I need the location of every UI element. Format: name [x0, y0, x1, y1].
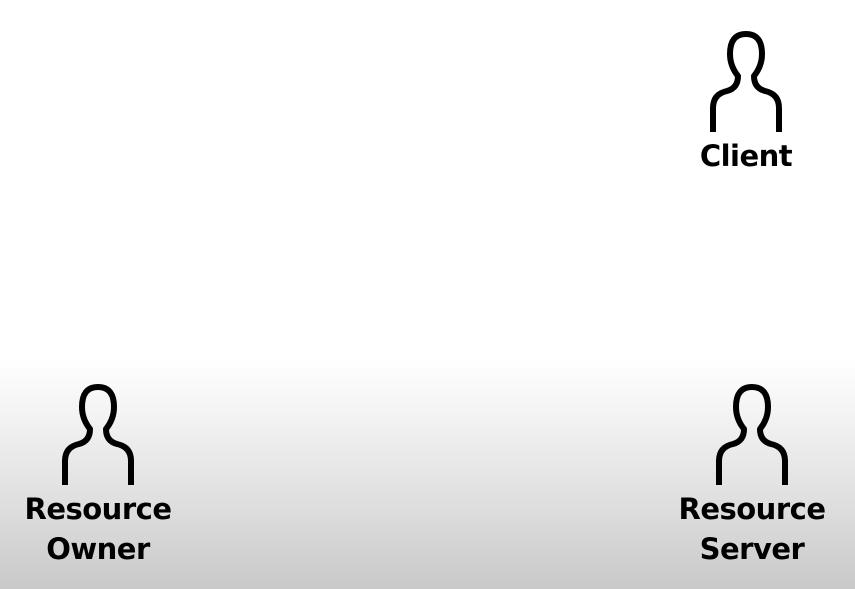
- actor-label-resource-owner-line-1: Resource: [24, 492, 173, 526]
- actor-label-client: Client: [699, 139, 793, 173]
- actor-label-resource-server-line-1: Resource: [678, 492, 827, 526]
- actor-label-resource-server-line-2: Server: [699, 532, 805, 566]
- actor-resource-owner: Resource Owner: [18, 381, 178, 569]
- actor-label-resource-owner-line-2: Owner: [46, 532, 150, 566]
- person-outline-icon: [710, 31, 782, 132]
- actor-resource-server: Resource Server: [672, 381, 832, 569]
- person-outline-icon: [716, 384, 788, 485]
- person-outline-icon: [62, 384, 134, 485]
- actor-client: Client: [680, 28, 812, 176]
